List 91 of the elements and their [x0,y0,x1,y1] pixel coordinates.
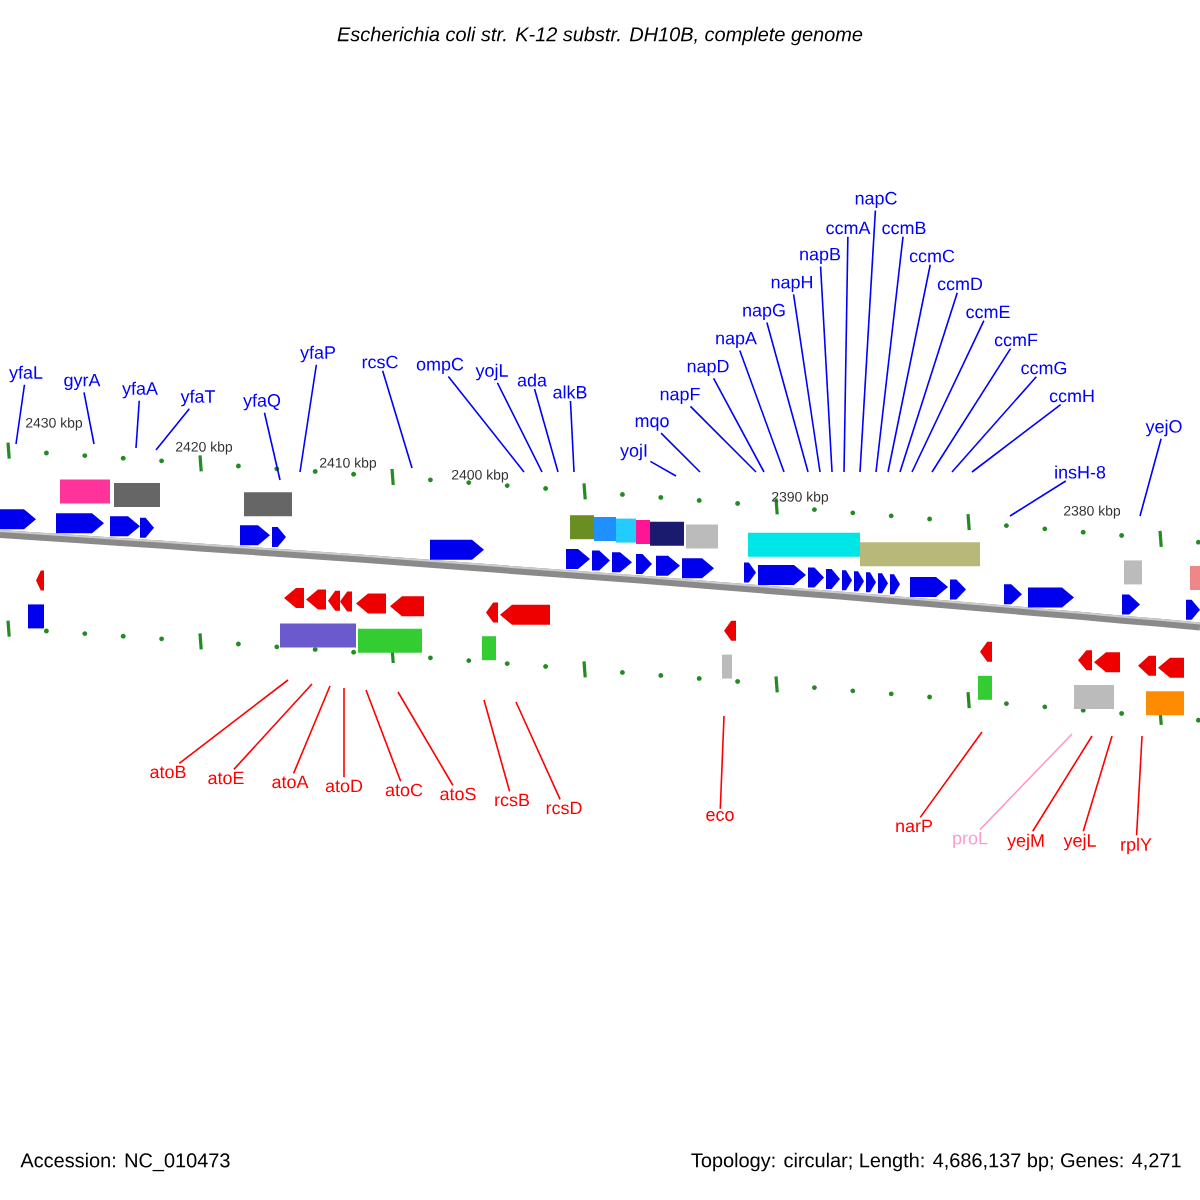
gene-label: rcsD [546,801,582,815]
leader-line [712,377,765,473]
leader-line [397,691,454,787]
leader-line [951,375,1038,473]
leader-line [1009,480,1067,517]
gene-label: ccmD [937,277,983,291]
leader-line [887,263,932,473]
gene-label: yojL [475,363,508,381]
leader-line [1082,735,1113,833]
leader-line [447,375,525,473]
gene-label: ccmE [966,305,1010,319]
gene-label: napG [743,303,785,321]
gene-label: ccmG [1021,361,1067,375]
leader-line [931,347,1012,473]
gene-label: yejM [1007,833,1044,851]
gene-label: ompC [416,357,464,375]
leader-line [899,291,959,473]
leader-line [875,235,904,473]
leader-line [292,685,331,775]
gene-label: atoD [325,779,363,793]
leader-line [792,293,821,473]
gene-label: yejL [1063,833,1096,851]
leader-line [263,411,281,481]
leader-line [660,432,701,473]
gene-label: yfaL [9,365,43,383]
leader-line [381,369,413,469]
gene-label: alkB [553,385,587,399]
genome-info-note: Topology: circular; Length: 4,686,137 bp; Genes: 4,271 [691,1152,1181,1172]
gene-label: proL [953,831,988,849]
leader-line [233,683,313,771]
gene-label: rcsB [495,793,529,807]
leader-line [343,687,345,779]
leader-line [843,235,849,473]
leader-line [299,363,318,473]
gene-label: ccmA [826,221,871,235]
gene-label: napB [800,247,840,265]
gene-label: yfaA [122,381,158,399]
leader-line [155,407,191,451]
gene-label: yejO [1145,419,1182,437]
gene-label: ada [517,373,547,387]
gene-label: narP [896,819,932,833]
leader-line [819,265,833,473]
gene-label: eco [706,811,734,821]
leader-line [483,699,511,793]
gene-label: napD [687,359,729,377]
gene-label: atoC [385,783,423,797]
leader-line [365,689,402,783]
gene-label: yojI [620,443,647,461]
gene-label: yfaQ [243,393,281,411]
leader-line [533,388,559,473]
leader-line [971,403,1062,473]
gene-label: insH-8 [1055,465,1106,479]
leader-line [178,679,289,765]
leader-line [496,381,543,473]
leader-line [1139,437,1162,517]
gene-label: atoB [150,765,186,779]
leader-line [83,391,95,445]
gene-label: ccmB [882,221,926,235]
gene-label: gyrA [64,373,101,391]
leader-line [515,701,561,801]
leader-line [979,733,1073,831]
gene-label: napA [716,331,757,349]
leader-line [911,319,985,473]
leader-line [135,399,141,449]
leader-line [766,321,809,473]
leader-line [689,405,757,473]
gene-label: yfaP [300,345,335,363]
leader-line [919,731,983,819]
gene-label: atoA [272,775,309,789]
leader-line [1135,735,1143,837]
leader-line [569,400,575,473]
leader-line [649,460,677,477]
gene-label: rplY [1121,837,1152,855]
gene-label: mqo [635,417,669,431]
gene-label: rcsC [362,355,398,369]
gene-label: atoS [440,787,476,801]
gene-label: yfaT [180,389,215,407]
gene-label: napF [660,387,700,405]
leader-line [719,715,725,810]
gene-label: napH [771,275,812,293]
gene-label: ccmF [994,333,1038,347]
leader-line [1031,735,1093,833]
gene-label: ccmC [909,249,955,263]
gene-label: napC [855,191,897,209]
accession-note: Accession: NC_010473 [20,1152,230,1172]
gene-label: atoE [208,771,244,785]
leader-line [739,349,785,473]
gene-label: ccmH [1049,389,1094,403]
leader-line [859,209,877,473]
leader-line [15,383,26,445]
title: Escherichia coli str. K-12 substr. DH10B, complete genome [337,26,863,46]
